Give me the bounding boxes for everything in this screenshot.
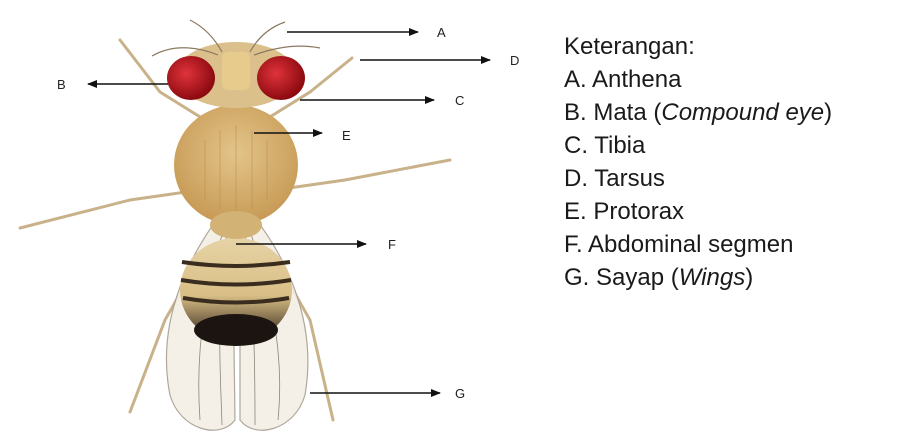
fly-diagram: A B C D E F G [0, 0, 560, 446]
head [167, 42, 305, 108]
legend-item-b-text: B. Mata ( [564, 99, 661, 126]
callout-a: A [437, 25, 446, 40]
compound-eye-right [257, 56, 305, 100]
legend-item-a-text: A. Anthena [564, 66, 681, 93]
callout-b: B [57, 77, 66, 92]
legend-item-e-text: E. Protorax [564, 198, 684, 225]
callout-g: G [455, 386, 465, 401]
legend-item-d: D. Tarsus [564, 162, 914, 195]
callout-e: E [342, 128, 351, 143]
callout-c: C [455, 93, 464, 108]
legend-item-f: F. Abdominal segmen [564, 228, 914, 261]
mid-leg-left [20, 190, 200, 228]
legend-item-a: A. Anthena [564, 63, 914, 96]
legend-item-b-suffix: ) [824, 99, 832, 126]
legend-item-d-text: D. Tarsus [564, 165, 665, 192]
legend-item-f-text: F. Abdominal segmen [564, 231, 793, 258]
callout-f: F [388, 237, 396, 252]
thorax [174, 105, 298, 239]
mid-leg-right [275, 160, 450, 190]
abdomen [180, 238, 292, 346]
legend-item-e: E. Protorax [564, 195, 914, 228]
legend-item-b-italic: Compound eye [661, 99, 824, 126]
legend-item-b: B. Mata (Compound eye) [564, 96, 914, 129]
legend-item-c: C. Tibia [564, 129, 914, 162]
legend-panel: Keterangan: A. Anthena B. Mata (Compound… [564, 30, 914, 294]
legend-item-g-italic: Wings [679, 264, 745, 291]
compound-eye-left [167, 56, 215, 100]
legend-item-g-suffix: ) [745, 264, 753, 291]
callout-d: D [510, 53, 519, 68]
legend-item-g: G. Sayap (Wings) [564, 261, 914, 294]
legend-item-g-text: G. Sayap ( [564, 264, 679, 291]
legend-title: Keterangan: [564, 30, 914, 63]
legend-item-c-text: C. Tibia [564, 132, 645, 159]
